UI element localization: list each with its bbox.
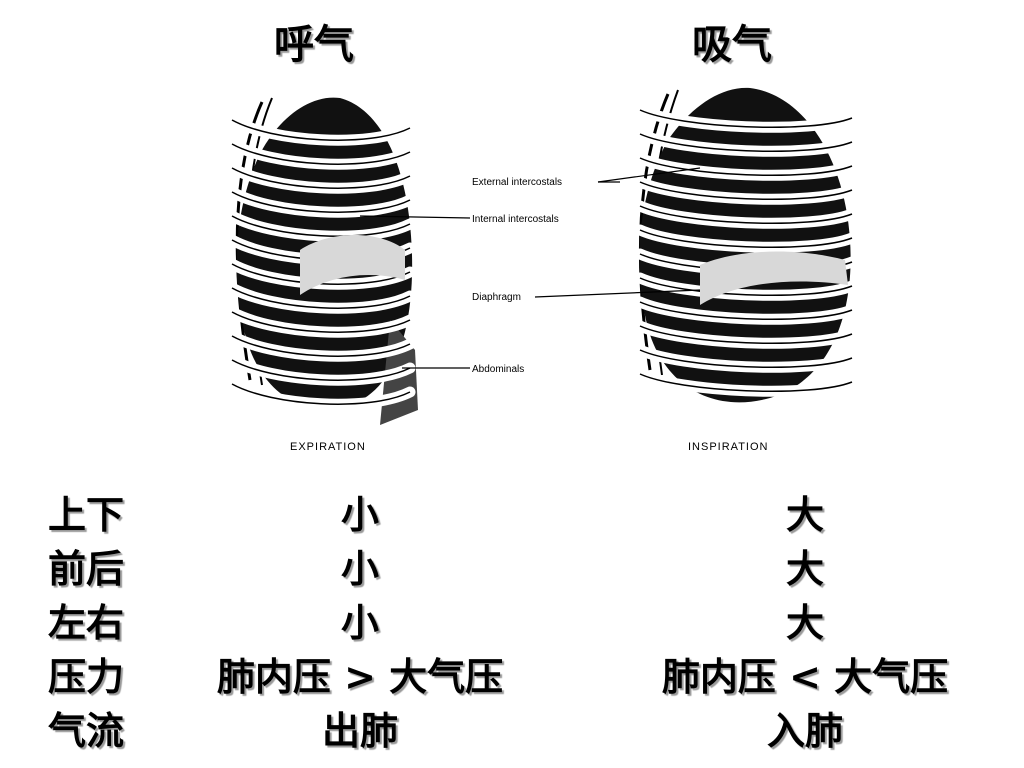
rib-outline [231, 191, 411, 213]
rib-outline [639, 133, 853, 153]
rib-outline [639, 349, 853, 369]
rib-outline [639, 325, 853, 345]
expiration-value: 小 [340, 601, 379, 645]
rib-outline [231, 215, 411, 237]
label-abdominals: Abdominals [472, 364, 524, 375]
ribcage-diagram: External intercostals Internal intercost… [226, 87, 858, 453]
rib-outline [639, 373, 853, 393]
title-inspiration: 吸气 [692, 22, 772, 68]
diaphragm-expiration [300, 235, 405, 295]
table-row: 左右 小 大 [0, 592, 1024, 648]
rib-outline [639, 157, 853, 177]
rib-outline [231, 383, 411, 405]
title-expiration: 呼气 [274, 22, 354, 68]
rib-outline [639, 277, 853, 297]
table-row: 前后 小 大 [0, 538, 1024, 594]
inspiration-value: 大 [785, 601, 824, 645]
inspiration-value: 肺内压 < 大气压 [661, 655, 949, 699]
inspiration-value: 入肺 [766, 709, 843, 753]
table-row: 上下 小 大 [0, 484, 1024, 540]
rib-outline [639, 205, 853, 225]
row-label: 左右 [48, 601, 125, 645]
leader-lines [359, 167, 701, 369]
row-label: 前后 [48, 547, 125, 591]
table-row: 气流 出肺 入肺 [0, 700, 1024, 756]
rib-outline [639, 301, 853, 321]
caption-expiration: EXPIRATION [290, 441, 366, 453]
expiration-value: 小 [340, 493, 379, 537]
rib-outline [231, 143, 411, 165]
rib-outline [231, 287, 411, 309]
rib-outline [639, 181, 853, 201]
row-label: 上下 [48, 493, 125, 537]
label-external-intercostals: External intercostals [472, 177, 562, 188]
row-label: 压力 [48, 655, 125, 699]
inspiration-value: 大 [785, 547, 824, 591]
rib-outline [231, 119, 411, 141]
rib-outline [231, 359, 411, 381]
expiration-value: 小 [340, 547, 379, 591]
label-diaphragm: Diaphragm [472, 292, 521, 303]
row-label: 气流 [48, 709, 125, 753]
expiration-value: 出肺 [321, 709, 398, 753]
table-row: 压力 肺内压 > 大气压 肺内压 < 大气压 [0, 646, 1024, 702]
inspiration-value: 大 [785, 493, 824, 537]
rib-outline [231, 311, 411, 333]
rib-outline [231, 167, 411, 189]
inspiration-ribcage [634, 87, 858, 403]
expiration-value: 肺内压 > 大气压 [216, 655, 504, 699]
rib-outline [639, 109, 853, 129]
rib-outline [231, 335, 411, 357]
caption-inspiration: INSPIRATION [688, 441, 768, 453]
label-internal-intercostals: Internal intercostals [472, 214, 559, 225]
diaphragm-inspiration [700, 251, 848, 305]
rib-outline [639, 229, 853, 249]
